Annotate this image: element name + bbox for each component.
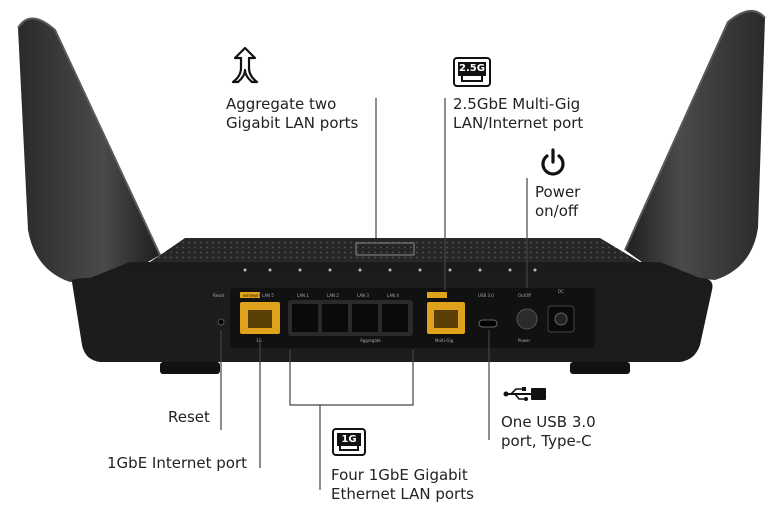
router-top bbox=[150, 238, 640, 262]
antenna-left bbox=[18, 18, 160, 282]
panel-lan4-label: LAN 4 bbox=[387, 293, 399, 298]
panel-multigig-text: Multi-Gig bbox=[435, 338, 454, 343]
panel-lan2-label: LAN 2 bbox=[327, 293, 339, 298]
callout-lines bbox=[220, 98, 528, 490]
power-line2: on/off bbox=[535, 202, 579, 220]
multigig-line2: LAN/Internet port bbox=[453, 114, 584, 132]
multigig-callout: 2.5GbE Multi-Gig LAN/Internet port bbox=[453, 95, 583, 133]
panel-lan5-label: LAN 5 bbox=[262, 293, 274, 298]
gigabit-1g-icon: 1G bbox=[332, 428, 366, 456]
power-line1: Power bbox=[535, 183, 581, 201]
reset-label: Reset bbox=[168, 408, 210, 426]
panel-reset-label: Reset bbox=[213, 293, 225, 298]
internet-label: 1GbE Internet port bbox=[107, 454, 248, 472]
panel-internet-tag: INTERNET bbox=[243, 294, 261, 298]
aggregate-callout: Aggregate two Gigabit LAN ports bbox=[226, 95, 358, 133]
panel-onoff-label: On/Off bbox=[518, 293, 531, 298]
usb-icon bbox=[503, 385, 547, 403]
internet-callout: 1GbE Internet port bbox=[107, 454, 247, 473]
lan-line2: Ethernet LAN ports bbox=[331, 485, 474, 503]
multigig-line1: 2.5GbE Multi-Gig bbox=[453, 95, 581, 113]
panel-lan1-label: LAN 1 bbox=[297, 293, 309, 298]
usb-callout: One USB 3.0 port, Type-C bbox=[501, 413, 596, 451]
power-callout: Power on/off bbox=[535, 183, 580, 221]
lan-callout: Four 1GbE Gigabit Ethernet LAN ports bbox=[331, 466, 474, 504]
split-arrows-icon bbox=[227, 46, 263, 84]
multigig-2-5g-icon: 2.5G bbox=[453, 57, 491, 87]
panel-usb-label: USB 3.0 bbox=[478, 293, 494, 298]
lan-ports bbox=[288, 300, 413, 336]
usb-line2: port, Type-C bbox=[501, 432, 592, 450]
power-button-graphic bbox=[516, 308, 538, 330]
panel-aggregate-text: Aggregate bbox=[360, 338, 381, 343]
panel-power-label: Power bbox=[518, 338, 530, 343]
panel-lan3-label: LAN 3 bbox=[357, 293, 369, 298]
usb-c-port bbox=[478, 319, 498, 328]
aggregate-line2: Gigabit LAN ports bbox=[226, 114, 359, 132]
badge-1g-text: 1G bbox=[341, 434, 357, 445]
lan-line1: Four 1GbE Gigabit bbox=[331, 466, 468, 484]
reset-pinhole bbox=[217, 318, 225, 326]
power-icon bbox=[539, 148, 567, 178]
aggregate-line1: Aggregate two bbox=[226, 95, 337, 113]
badge-2-5g-text: 2.5G bbox=[459, 63, 485, 74]
antenna-right bbox=[625, 10, 765, 281]
reset-callout: Reset bbox=[168, 408, 210, 427]
panel-dc-label: DC bbox=[558, 289, 564, 294]
panel-internet-port-label: 1G bbox=[256, 338, 262, 343]
usb-line1: One USB 3.0 bbox=[501, 413, 596, 431]
